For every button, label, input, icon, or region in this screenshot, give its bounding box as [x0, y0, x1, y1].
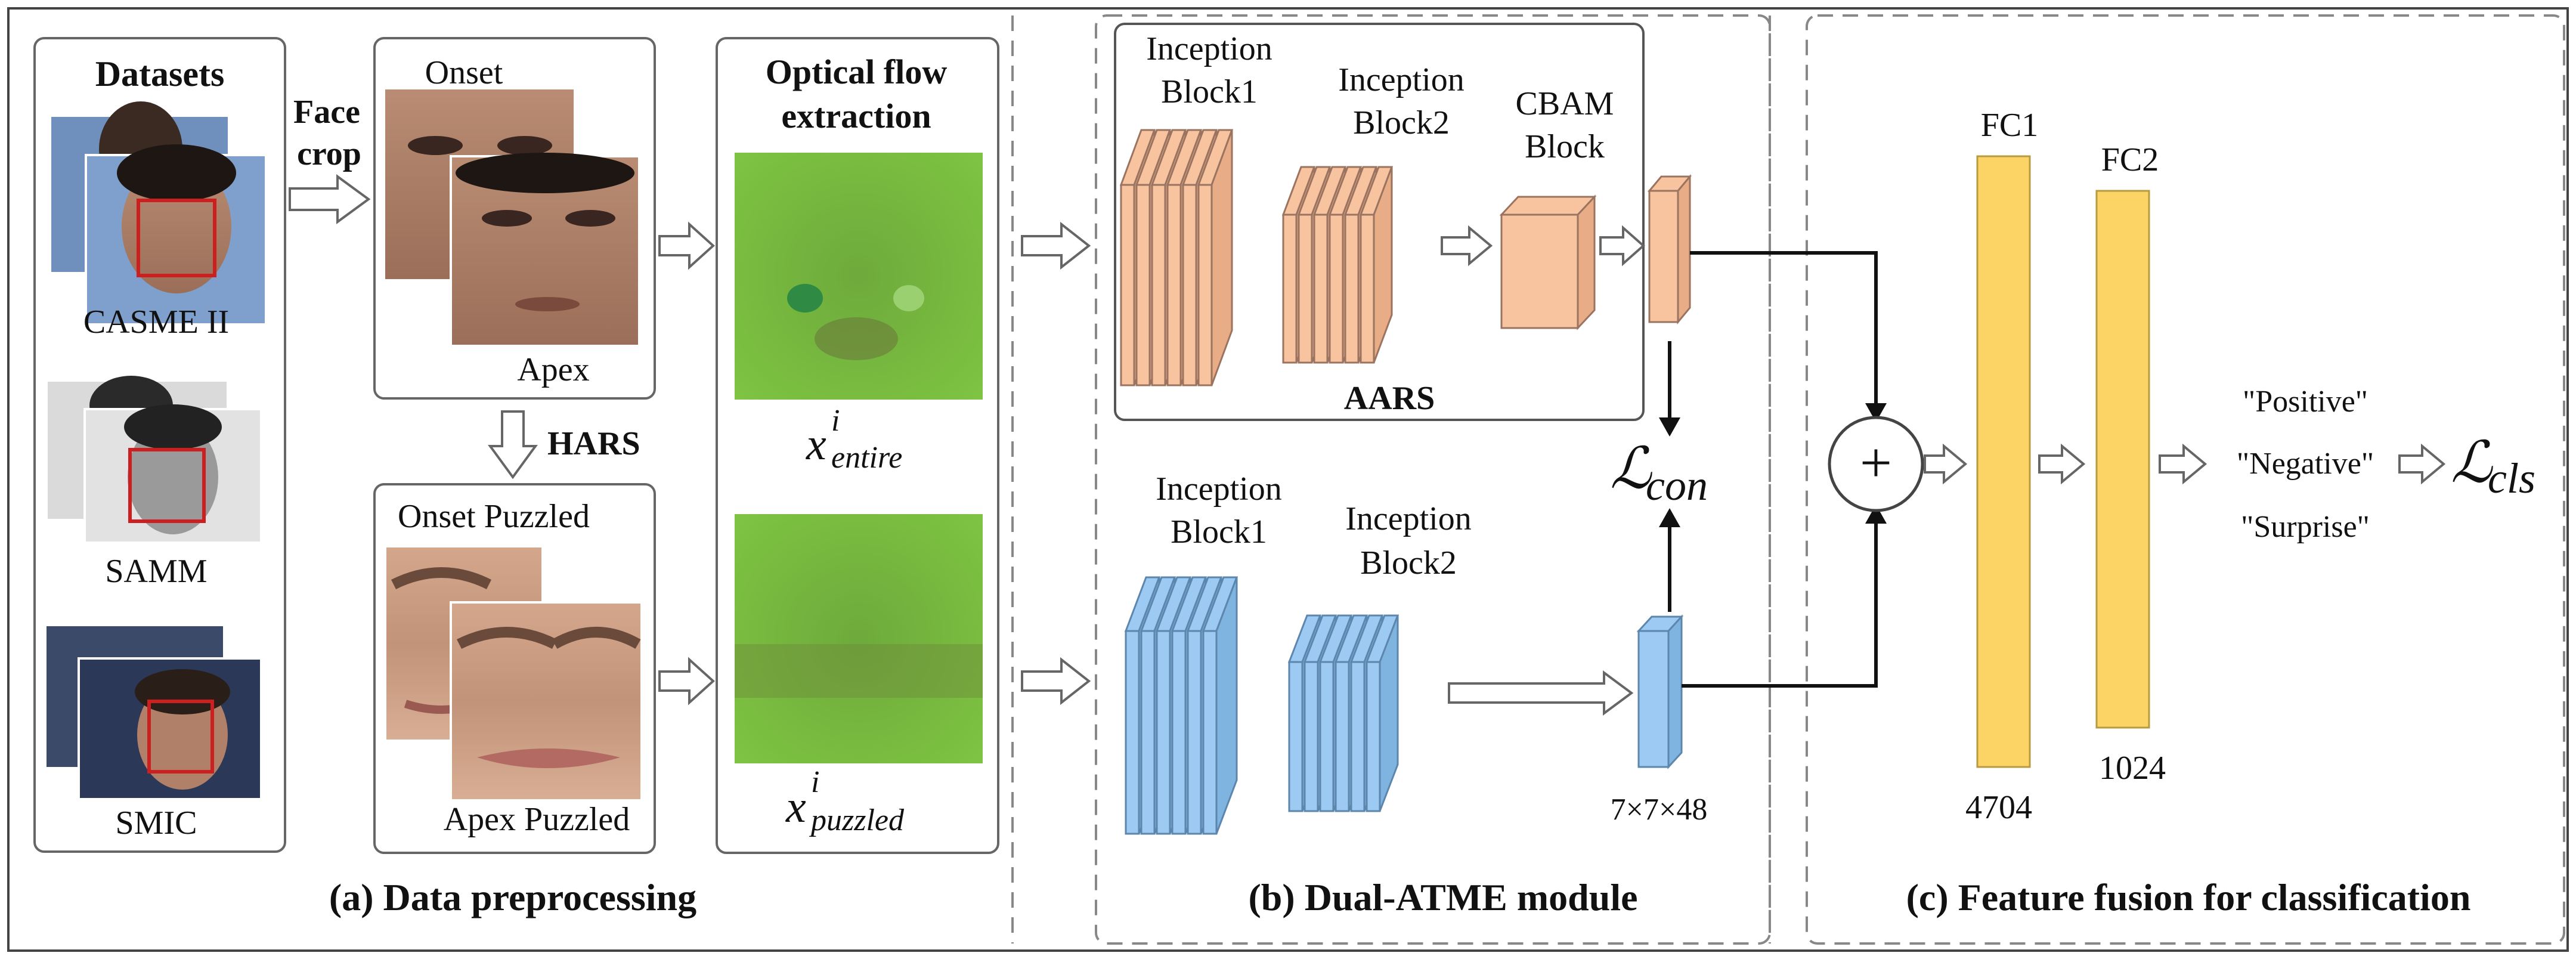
blue-inc1-label-line1: Inception — [1156, 471, 1281, 508]
class-negative: "Negative" — [2237, 447, 2374, 481]
inception-slab — [1197, 129, 1234, 386]
blue-inception-block2 — [1287, 614, 1400, 812]
x-puzzled-var: x — [785, 782, 806, 832]
flow-puzzled-image — [735, 514, 983, 763]
caption-feature-fusion: (c) Feature fusion for classification — [1906, 876, 2471, 918]
onset-label: Onset — [425, 54, 503, 91]
aars-inc1-label-line1: Inception — [1146, 30, 1272, 67]
arrow-blue-to-loss-con — [1659, 508, 1680, 612]
fc2-layer — [2095, 190, 2150, 729]
x-puzzled-sup: i — [811, 765, 819, 799]
apex-puzzled-image — [450, 601, 643, 802]
aars-title: AARS — [1344, 380, 1435, 417]
aars-arrow-to-cbam — [1441, 225, 1493, 267]
section-b-frame — [1095, 14, 1771, 945]
dataset-samm-label: SAMM — [105, 553, 207, 590]
fc2-size: 1024 — [2099, 750, 2166, 787]
arrow-to-flow-puzzled — [658, 657, 715, 706]
loss-con-symbol: ℒ — [1610, 437, 1652, 500]
optical-flow-title-line2: extraction — [781, 97, 931, 135]
blue-inception-block1 — [1124, 576, 1239, 835]
x-puzzled-sub: puzzled — [809, 803, 905, 837]
datasets-title: Datasets — [95, 54, 225, 94]
x-entire-sup: i — [831, 404, 840, 438]
onset-puzzled-label: Onset Puzzled — [398, 498, 590, 535]
arrow-classes-to-loss-cls — [2398, 443, 2446, 485]
connector-blue-to-fusion — [1682, 505, 1887, 688]
aars-inc2-label-line2: Block2 — [1353, 104, 1450, 141]
loss-cls-symbol: ℒ — [2451, 431, 2493, 494]
aars-inc1-label-line2: Block1 — [1161, 73, 1258, 110]
loss-cls-subscript: cls — [2488, 454, 2535, 502]
loss-con-subscript: con — [1646, 462, 1708, 509]
arrow-to-flow-entire — [658, 221, 715, 270]
aars-inc2-label-line1: Inception — [1338, 61, 1464, 98]
apex-label: Apex — [517, 351, 589, 388]
fc1-layer — [1976, 155, 2031, 768]
arrow-fc1-to-fc2 — [2038, 443, 2086, 485]
class-positive: "Positive" — [2243, 385, 2368, 419]
hars-down-arrow — [488, 410, 538, 480]
aars-inception-block2 — [1281, 166, 1394, 364]
hars-label: HARS — [547, 425, 640, 462]
samm-face-thumbnails — [48, 376, 262, 544]
arrow-fc2-to-classes — [2159, 443, 2207, 485]
blue-inc2-label-line1: Inception — [1345, 500, 1471, 537]
blue-inc1-label-line2: Block1 — [1171, 513, 1267, 550]
class-surprise: "Surprise" — [2241, 510, 2370, 544]
fusion-circled-plus-icon: + — [1828, 416, 1924, 512]
aars-output-block — [1647, 174, 1692, 325]
fc1-size: 4704 — [1965, 789, 2032, 826]
face-crop-arrow — [289, 174, 371, 224]
inception-slab — [1359, 166, 1394, 364]
blue-output-block — [1636, 614, 1684, 769]
dataset-smic-label: SMIC — [116, 805, 197, 842]
blue-inc2-label-line2: Block2 — [1360, 545, 1457, 581]
dataset-casme-label: CASME II — [83, 304, 229, 341]
face-crop-label-line1: Face — [293, 94, 360, 131]
x-entire-sub: entire — [831, 441, 902, 475]
casme-face-thumbnails — [51, 101, 267, 326]
caption-data-preprocessing: (a) Data preprocessing — [329, 876, 696, 918]
optical-flow-title-line1: Optical flow — [766, 52, 948, 91]
cbam-label-line1: CBAM — [1516, 85, 1614, 122]
arrow-aars-to-loss-con — [1659, 341, 1680, 437]
caption-dual-atme: (b) Dual-ATME module — [1248, 876, 1637, 918]
face-crop-label-line2: crop — [297, 135, 361, 172]
blue-arrow-to-output — [1448, 670, 1634, 716]
x-entire-var: x — [806, 419, 826, 469]
smic-face-thumbnails — [47, 626, 262, 800]
aars-inception-block1 — [1119, 129, 1234, 386]
aars-arrow-to-output — [1599, 225, 1646, 267]
blue-output-dims: 7×7×48 — [1611, 793, 1708, 827]
section-c-frame — [1806, 14, 2565, 945]
arrow-fusion-to-fc1 — [1924, 443, 1968, 485]
flow-entire-image — [735, 153, 983, 400]
outer-frame — [7, 7, 2569, 952]
connector-aars-to-fusion — [1690, 251, 1887, 422]
cbam-label-line2: Block — [1525, 128, 1605, 165]
fc1-label: FC1 — [1981, 107, 2039, 144]
apex-face-image — [450, 153, 640, 347]
svg-text:+: + — [1860, 431, 1892, 494]
cbam-block — [1499, 194, 1597, 330]
fc2-label: FC2 — [2101, 141, 2159, 178]
apex-puzzled-label: Apex Puzzled — [444, 801, 630, 838]
arrow-to-aars — [1021, 221, 1091, 270]
arrow-to-blue-branch — [1021, 657, 1091, 706]
inception-slab — [1365, 614, 1400, 812]
inception-slab — [1202, 576, 1239, 835]
